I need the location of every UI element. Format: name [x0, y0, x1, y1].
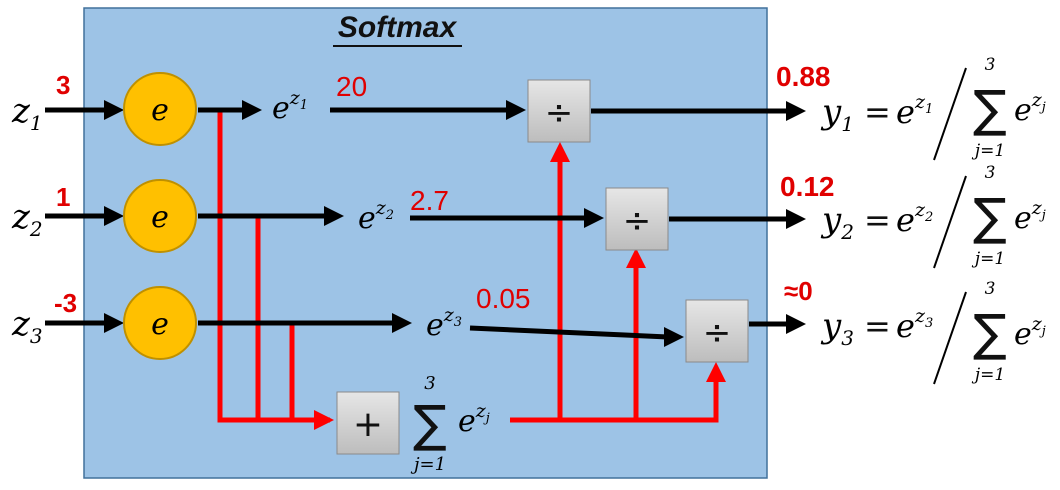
- exp-label-1: ez1: [272, 87, 308, 126]
- svg-text:∑: ∑: [973, 304, 1007, 362]
- svg-text:3: 3: [985, 279, 996, 299]
- input-value-z3: -3: [54, 288, 77, 318]
- svg-text:=: =: [864, 201, 891, 239]
- svg-text:y2: y2: [820, 200, 854, 244]
- exp-value-3: 0.05: [476, 283, 531, 314]
- sum-wire-arrowheads: [314, 142, 726, 430]
- input-z3: z3: [11, 304, 43, 348]
- svg-text:ez2: ez2: [896, 199, 933, 239]
- svg-text:y3: y3: [820, 306, 854, 350]
- svg-text:ezj: ezj: [1014, 313, 1046, 352]
- svg-text:e: e: [151, 93, 169, 128]
- svg-text:e: e: [151, 200, 169, 235]
- input-value-z2: 1: [56, 182, 70, 212]
- svg-text:∑: ∑: [973, 188, 1007, 246]
- exp-node-3: e: [123, 286, 197, 360]
- svg-text:∑: ∑: [413, 395, 447, 453]
- panel-title: Softmax: [338, 11, 458, 44]
- svg-text:3: 3: [985, 55, 996, 75]
- svg-text:ez2: ez2: [358, 197, 394, 236]
- exp-node-2: e: [123, 179, 197, 253]
- output-formula-3: y3 = ez3 3 ∑ j=1 ezj: [820, 279, 1046, 385]
- svg-text:ezj: ezj: [1014, 197, 1046, 236]
- divide-box-1: ÷: [527, 79, 591, 143]
- svg-text:ez3: ez3: [426, 304, 462, 343]
- exp-label-3: ez3: [426, 304, 462, 343]
- svg-text:y1: y1: [820, 92, 854, 136]
- output-formula-2: y2 = ez2 3 ∑ j=1 ezj: [820, 163, 1046, 269]
- svg-text:j=1: j=1: [971, 141, 1005, 161]
- exp-label-2: ez2: [358, 197, 394, 236]
- svg-text:z2: z2: [11, 197, 43, 241]
- svg-text:ez3: ez3: [896, 305, 933, 345]
- input-value-z1: 3: [56, 70, 70, 100]
- exp-value-2: 2.7: [410, 185, 449, 216]
- output-value-1: 0.88: [776, 61, 831, 92]
- svg-text:+: +: [353, 404, 383, 445]
- divide-box-3: ÷: [685, 299, 749, 363]
- svg-text:ezj: ezj: [458, 400, 490, 439]
- input-z2: z2: [11, 197, 43, 241]
- output-value-2: 0.12: [780, 171, 835, 202]
- svg-text:j=1: j=1: [971, 249, 1005, 269]
- output-value-3: ≈0: [784, 276, 813, 306]
- svg-text:3: 3: [424, 373, 435, 394]
- svg-text:e: e: [151, 307, 169, 342]
- divide-box-2: ÷: [605, 187, 669, 251]
- signal-arrows: [45, 107, 790, 340]
- svg-text:÷: ÷: [545, 93, 574, 133]
- svg-text:ez1: ez1: [272, 87, 308, 126]
- svg-text:ez1: ez1: [896, 91, 933, 131]
- svg-text:ezj: ezj: [1014, 89, 1046, 128]
- svg-text:∑: ∑: [973, 80, 1007, 138]
- sum-box: +: [336, 391, 400, 455]
- sum-expression: 3 ∑ j=1 ezj: [410, 373, 490, 475]
- output-formula-1: y1 = ez1 3 ∑ j=1 ezj: [820, 55, 1046, 161]
- signal-arrowheads: [104, 100, 806, 347]
- svg-text:j=1: j=1: [410, 454, 446, 475]
- svg-text:÷: ÷: [703, 313, 732, 353]
- exp-node-1: e: [123, 72, 197, 146]
- svg-text:j=1: j=1: [971, 365, 1005, 385]
- svg-text:=: =: [864, 307, 891, 345]
- exp-value-1: 20: [336, 71, 367, 102]
- input-z1: z1: [11, 91, 43, 135]
- svg-text:3: 3: [985, 163, 996, 183]
- sum-wires: [217, 110, 719, 423]
- svg-text:z3: z3: [11, 304, 43, 348]
- svg-text:÷: ÷: [623, 201, 652, 241]
- svg-text:=: =: [864, 93, 891, 131]
- svg-text:z1: z1: [11, 91, 43, 135]
